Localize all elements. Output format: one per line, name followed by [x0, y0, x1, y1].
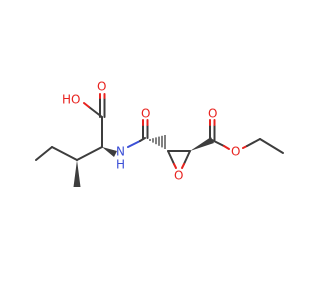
bond-ester-ch2-ch3 — [259, 138, 284, 154]
hydroxyl-label: HO — [62, 93, 80, 107]
bond-epoxide-c2-o — [183, 150, 191, 165]
molecule-structure: HO O N H O O O O — [35, 80, 284, 187]
structure-canvas: HO O N H O O O O — [35, 80, 284, 187]
bond-n-amide-c-2 — [139, 137, 146, 142]
wedge-bond-methyl — [73, 160, 81, 187]
bond-ch2-cbeta — [51, 146, 78, 161]
amide-hydrogen-label: H — [116, 158, 125, 172]
bond-n-amide-c — [127, 140, 141, 148]
wedge-bond-epoxide-ester — [190, 137, 214, 151]
bond-epoxide-c1-o — [167, 150, 175, 165]
bond-epoxide-c1-o-red — [173, 163, 177, 169]
acid-carbonyl-oxygen-label: O — [97, 80, 106, 94]
ester-carbonyl-oxygen-label: O — [208, 107, 217, 121]
bond-ch3-ch2 — [35, 146, 53, 161]
hashed-bond-amide-epoxide — [149, 135, 166, 149]
bond-ester-c-o — [211, 139, 225, 147]
bond-epoxide-c2-o-red — [181, 163, 185, 169]
ester-oxygen-label: O — [231, 145, 240, 159]
bond-ester-c-o-red — [223, 145, 230, 150]
bond-cbeta-calpha — [76, 146, 103, 161]
wedge-bond-calpha-n — [102, 147, 117, 157]
amide-carbonyl-oxygen-label: O — [141, 107, 150, 121]
amide-nitrogen-label: N — [116, 145, 125, 159]
epoxide-oxygen-label: O — [174, 169, 183, 183]
bond-oh-o — [83, 102, 90, 108]
bond-ester-o-ch2 — [246, 138, 261, 147]
